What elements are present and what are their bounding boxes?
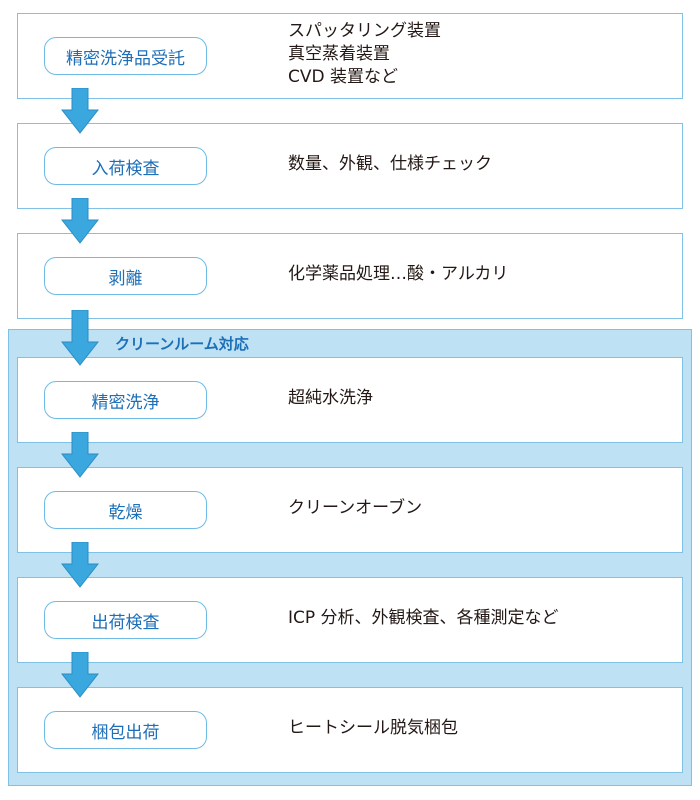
- step-box-3: 剥離 化学薬品処理…酸・アルカリ: [17, 233, 683, 319]
- step-desc-2: 数量、外観、仕様チェック: [288, 153, 492, 176]
- step-desc-6: ICP 分析、外観検査、各種測定など: [288, 607, 559, 630]
- step-desc-line: 数量、外観、仕様チェック: [288, 154, 492, 174]
- step-desc-3: 化学薬品処理…酸・アルカリ: [288, 263, 508, 286]
- down-arrow-icon: [61, 198, 99, 244]
- step-label-1: 精密洗浄品受託: [44, 37, 207, 75]
- step-desc-line: 化学薬品処理…酸・アルカリ: [288, 264, 509, 284]
- step-box-7: 梱包出荷 ヒートシール脱気梱包: [17, 687, 683, 773]
- step-desc-1: スパッタリング装置 真空蒸着装置 CVD 装置など: [288, 20, 441, 89]
- step-desc-line: ヒートシール脱気梱包: [288, 718, 458, 738]
- down-arrow-icon: [61, 432, 99, 478]
- step-box-6: 出荷検査 ICP 分析、外観検査、各種測定など: [17, 577, 683, 663]
- step-desc-4: 超純水洗浄: [288, 387, 373, 410]
- down-arrow-icon: [61, 652, 99, 698]
- down-arrow-icon: [61, 542, 99, 588]
- step-label-6: 出荷検査: [44, 601, 207, 639]
- step-desc-line: 真空蒸着装置: [288, 44, 390, 64]
- step-label-5: 乾燥: [44, 491, 207, 529]
- step-desc-7: ヒートシール脱気梱包: [288, 717, 458, 740]
- step-box-2: 入荷検査 数量、外観、仕様チェック: [17, 123, 683, 209]
- step-box-4: 精密洗浄 超純水洗浄: [17, 357, 683, 443]
- cleanroom-label: クリーンルーム対応: [115, 335, 249, 353]
- down-arrow-icon: [61, 310, 99, 366]
- step-label-3: 剥離: [44, 257, 207, 295]
- down-arrow-icon: [61, 88, 99, 134]
- step-desc-line: ICP 分析、外観検査、各種測定など: [288, 608, 559, 628]
- step-box-1: 精密洗浄品受託 スパッタリング装置 真空蒸着装置 CVD 装置など: [17, 13, 683, 99]
- step-box-5: 乾燥 クリーンオーブン: [17, 467, 683, 553]
- step-desc-line: 超純水洗浄: [288, 388, 373, 408]
- step-label-7: 梱包出荷: [44, 711, 207, 749]
- step-label-4: 精密洗浄: [44, 381, 207, 419]
- step-desc-line: スパッタリング装置: [288, 21, 441, 41]
- step-label-2: 入荷検査: [44, 147, 207, 185]
- step-desc-line: クリーンオーブン: [288, 498, 423, 518]
- step-desc-5: クリーンオーブン: [288, 497, 422, 520]
- step-desc-line: CVD 装置など: [288, 67, 398, 87]
